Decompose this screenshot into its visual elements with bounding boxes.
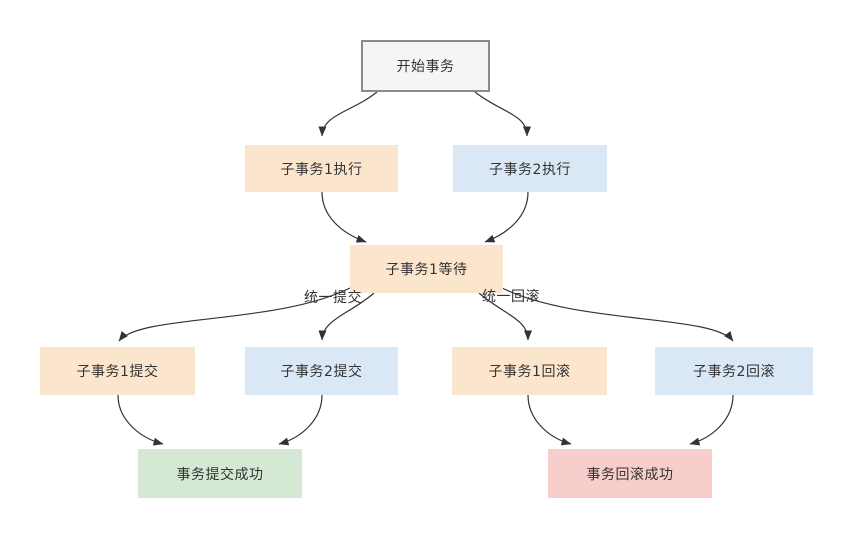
node-subtx2-commit[interactable]: 子事务2提交 [245,347,398,395]
edge-subtx1-execute-to-wait [321,191,367,243]
node-tx-commit-success[interactable]: 事务提交成功 [138,449,302,498]
edge-subtx1-commit-to-success [117,394,164,446]
node-subtx1-execute-label: 子事务1执行 [280,161,363,178]
node-subtx2-commit-label: 子事务2提交 [280,364,363,380]
edge-subtx2-execute-to-wait [484,191,529,243]
node-start-label: 开始事务 [396,59,455,75]
node-subtx1-commit[interactable]: 子事务1提交 [40,347,195,395]
node-subtx1-commit-label: 子事务1提交 [76,364,159,380]
node-subtx1-execute[interactable]: 子事务1执行 [245,145,398,192]
edge-subtx2-commit-to-success [278,394,323,446]
node-subtx2-execute[interactable]: 子事务2执行 [453,145,607,192]
edge-subtx1-rollback-to-fail [527,394,572,446]
node-subtx2-rollback[interactable]: 子事务2回滚 [655,347,813,395]
node-subtx2-execute-label: 子事务2执行 [489,161,571,178]
edge-subtx2-rollback-to-fail [689,394,734,446]
edge-start-to-subtx1-execute [318,91,378,137]
node-tx-rollback-success-label: 事务回滚成功 [586,466,674,483]
node-subtx1-rollback[interactable]: 子事务1回滚 [452,347,607,395]
edge-start-to-subtx2-execute [474,91,531,137]
node-subtx2-rollback-label: 子事务2回滚 [693,364,775,380]
edge-label-unified-commit: 统一提交 [304,290,362,306]
node-subtx1-rollback-label: 子事务1回滚 [488,364,571,380]
node-tx-commit-success-label: 事务提交成功 [176,466,264,483]
edge-label-unified-rollback: 统一回滚 [482,289,540,305]
node-subtx1-wait-label: 子事务1等待 [385,262,468,278]
node-tx-rollback-success[interactable]: 事务回滚成功 [548,449,712,498]
node-subtx1-wait[interactable]: 子事务1等待 [350,245,503,293]
node-start[interactable]: 开始事务 [361,40,490,92]
